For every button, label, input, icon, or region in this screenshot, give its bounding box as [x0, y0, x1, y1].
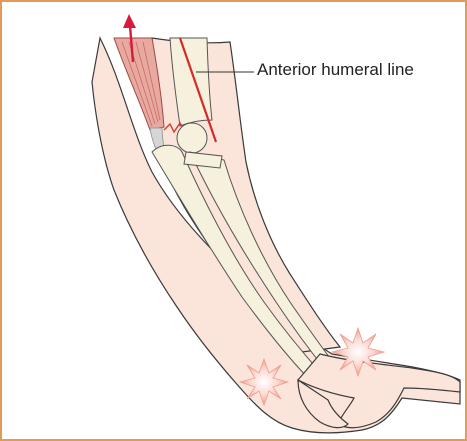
starburst-icon	[240, 359, 288, 405]
anterior-humeral-line-label: Anterior humeral line	[257, 60, 414, 80]
capitellum	[177, 123, 207, 153]
